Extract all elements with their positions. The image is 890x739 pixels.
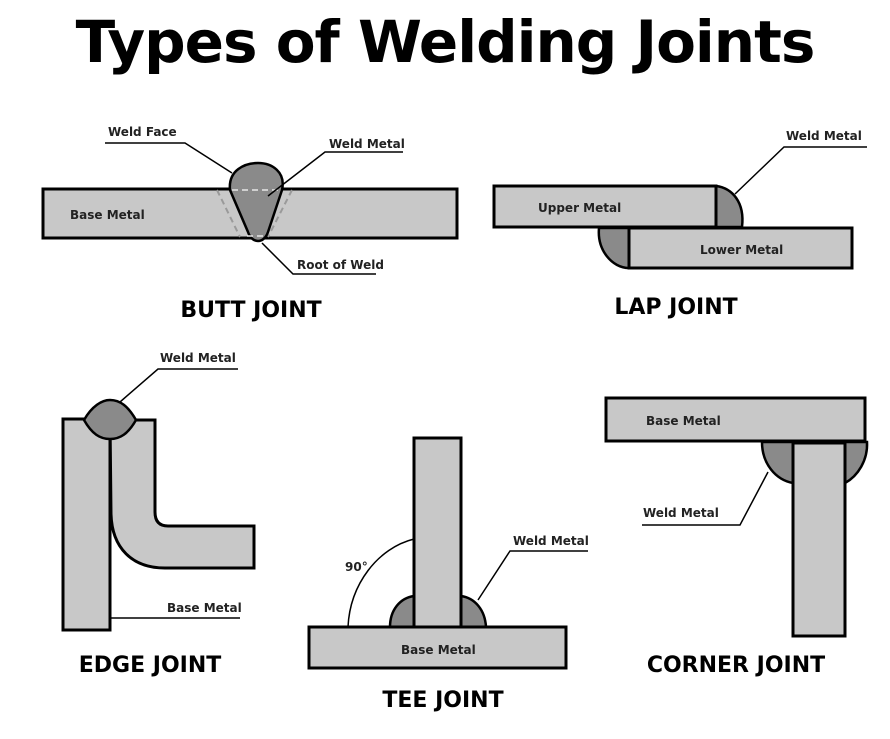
corner-weld-metal-left xyxy=(760,440,795,485)
label-angle-90: 90° xyxy=(345,560,368,574)
label-weld-metal: Weld Metal xyxy=(643,506,719,520)
tee-base-metal-vertical xyxy=(412,436,463,629)
label-weld-face: Weld Face xyxy=(108,125,177,139)
caption-corner-joint: CORNER JOINT xyxy=(647,653,825,678)
caption-edge-joint: EDGE JOINT xyxy=(79,653,222,678)
edge-base-metal-bent xyxy=(108,418,256,570)
label-base-metal: Base Metal xyxy=(70,208,145,222)
tee-weld-metal-right xyxy=(459,594,488,629)
tee-joint: 90° Weld Metal Base Metal TEE JOINT xyxy=(307,436,589,713)
label-root-of-weld: Root of Weld xyxy=(297,258,384,272)
corner-leader-weld-metal xyxy=(642,471,769,526)
caption-butt-joint: BUTT JOINT xyxy=(180,298,321,323)
edge-joint: Weld Metal Base Metal EDGE JOINT xyxy=(61,351,256,678)
lap-weld-metal-lower xyxy=(597,226,631,270)
butt-weld-metal xyxy=(228,161,284,243)
butt-leader-root xyxy=(261,242,376,275)
butt-leader-weld-face xyxy=(105,142,233,174)
label-base-metal: Base Metal xyxy=(401,643,476,657)
label-weld-metal: Weld Metal xyxy=(329,137,405,151)
caption-lap-joint: LAP JOINT xyxy=(614,295,737,320)
label-lower-metal: Lower Metal xyxy=(700,243,783,257)
corner-base-metal-vertical xyxy=(791,441,847,638)
butt-groove-line-right xyxy=(267,189,293,238)
tee-base-metal-horizontal xyxy=(307,625,568,670)
lower-metal-plate xyxy=(627,226,854,270)
butt-joint: Weld Face Weld Metal Base Metal Root of … xyxy=(41,125,459,323)
lap-weld-metal-upper xyxy=(714,184,744,229)
corner-weld-metal-right xyxy=(843,440,869,486)
edge-weld-metal xyxy=(82,398,138,441)
lap-leader-weld-metal xyxy=(734,146,867,195)
label-upper-metal: Upper Metal xyxy=(538,201,621,215)
page-title: Types of Welding Joints xyxy=(75,8,816,76)
edge-leader-weld-metal xyxy=(119,368,238,403)
tee-leader-weld-metal xyxy=(477,550,588,601)
tee-weld-metal-left xyxy=(388,594,416,629)
butt-groove-line-left xyxy=(216,189,241,238)
corner-base-metal-horizontal xyxy=(604,396,867,443)
label-base-metal: Base Metal xyxy=(646,414,721,428)
upper-metal-plate xyxy=(492,184,718,229)
butt-leader-weld-metal xyxy=(267,151,403,197)
lap-joint: Weld Metal Upper Metal Lower Metal LAP J… xyxy=(492,129,867,320)
label-weld-metal: Weld Metal xyxy=(513,534,589,548)
label-base-metal: Base Metal xyxy=(167,601,242,615)
caption-tee-joint: TEE JOINT xyxy=(382,688,503,713)
label-weld-metal: Weld Metal xyxy=(160,351,236,365)
corner-joint: Base Metal Weld Metal CORNER JOINT xyxy=(604,396,869,678)
label-weld-metal: Weld Metal xyxy=(786,129,862,143)
edge-base-metal-vertical xyxy=(61,417,112,632)
tee-angle-arc xyxy=(347,538,415,628)
